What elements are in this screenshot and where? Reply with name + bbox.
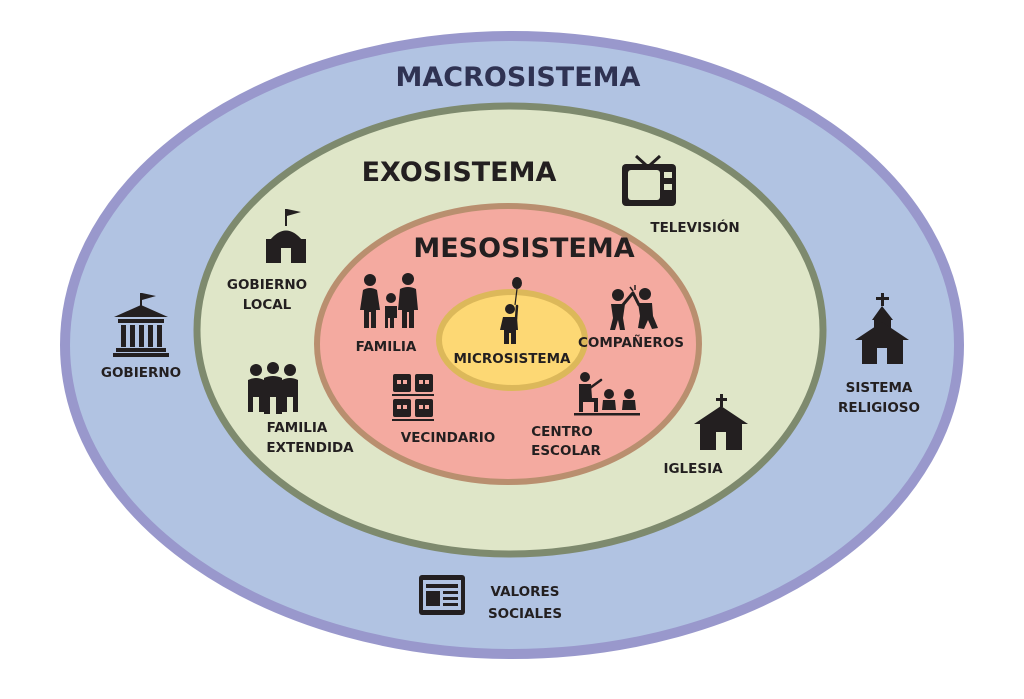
houses-icon — [392, 374, 434, 421]
vecindario-label: VECINDARIO — [401, 430, 495, 446]
valores-sociales-label-1: VALORES — [491, 584, 560, 600]
companeros-label: COMPAÑEROS — [578, 334, 684, 351]
child-with-balloon-icon — [500, 277, 522, 344]
classroom-icon — [574, 372, 640, 416]
mesosystem-title: MESOSISTEMA — [413, 233, 634, 264]
town-hall-icon — [266, 209, 306, 263]
classmates-icon — [610, 285, 658, 330]
gobierno-label: GOBIERNO — [101, 365, 181, 381]
centro-escolar-label-2: ESCOLAR — [531, 443, 601, 459]
familia-extendida-label-1: FAMILIA — [267, 420, 328, 436]
familia-label: FAMILIA — [356, 339, 417, 355]
chapel-icon — [694, 394, 748, 450]
television-label: TELEVISIÓN — [650, 218, 739, 236]
exosystem-title: EXOSISTEMA — [362, 157, 557, 188]
family-icon — [360, 273, 418, 328]
gobierno-local-label-2: LOCAL — [243, 297, 292, 313]
centro-escolar-label-1: CENTRO — [531, 424, 593, 440]
television-icon — [622, 154, 676, 206]
government-building-icon — [113, 293, 169, 357]
microsystem-label: MICROSISTEMA — [453, 351, 571, 367]
familia-extendida-label-2: EXTENDIDA — [266, 440, 354, 456]
sistema-religioso-label-1: SISTEMA — [846, 380, 913, 396]
church-icon — [855, 293, 909, 364]
macrosystem-title: MACROSISTEMA — [396, 62, 641, 93]
gobierno-local-label-1: GOBIERNO — [227, 277, 307, 293]
iglesia-label: IGLESIA — [663, 461, 723, 477]
valores-sociales-label-2: SOCIALES — [488, 606, 562, 622]
extended-family-icon — [248, 362, 298, 414]
newspaper-icon — [419, 575, 465, 615]
sistema-religioso-label-2: RELIGIOSO — [838, 400, 920, 416]
